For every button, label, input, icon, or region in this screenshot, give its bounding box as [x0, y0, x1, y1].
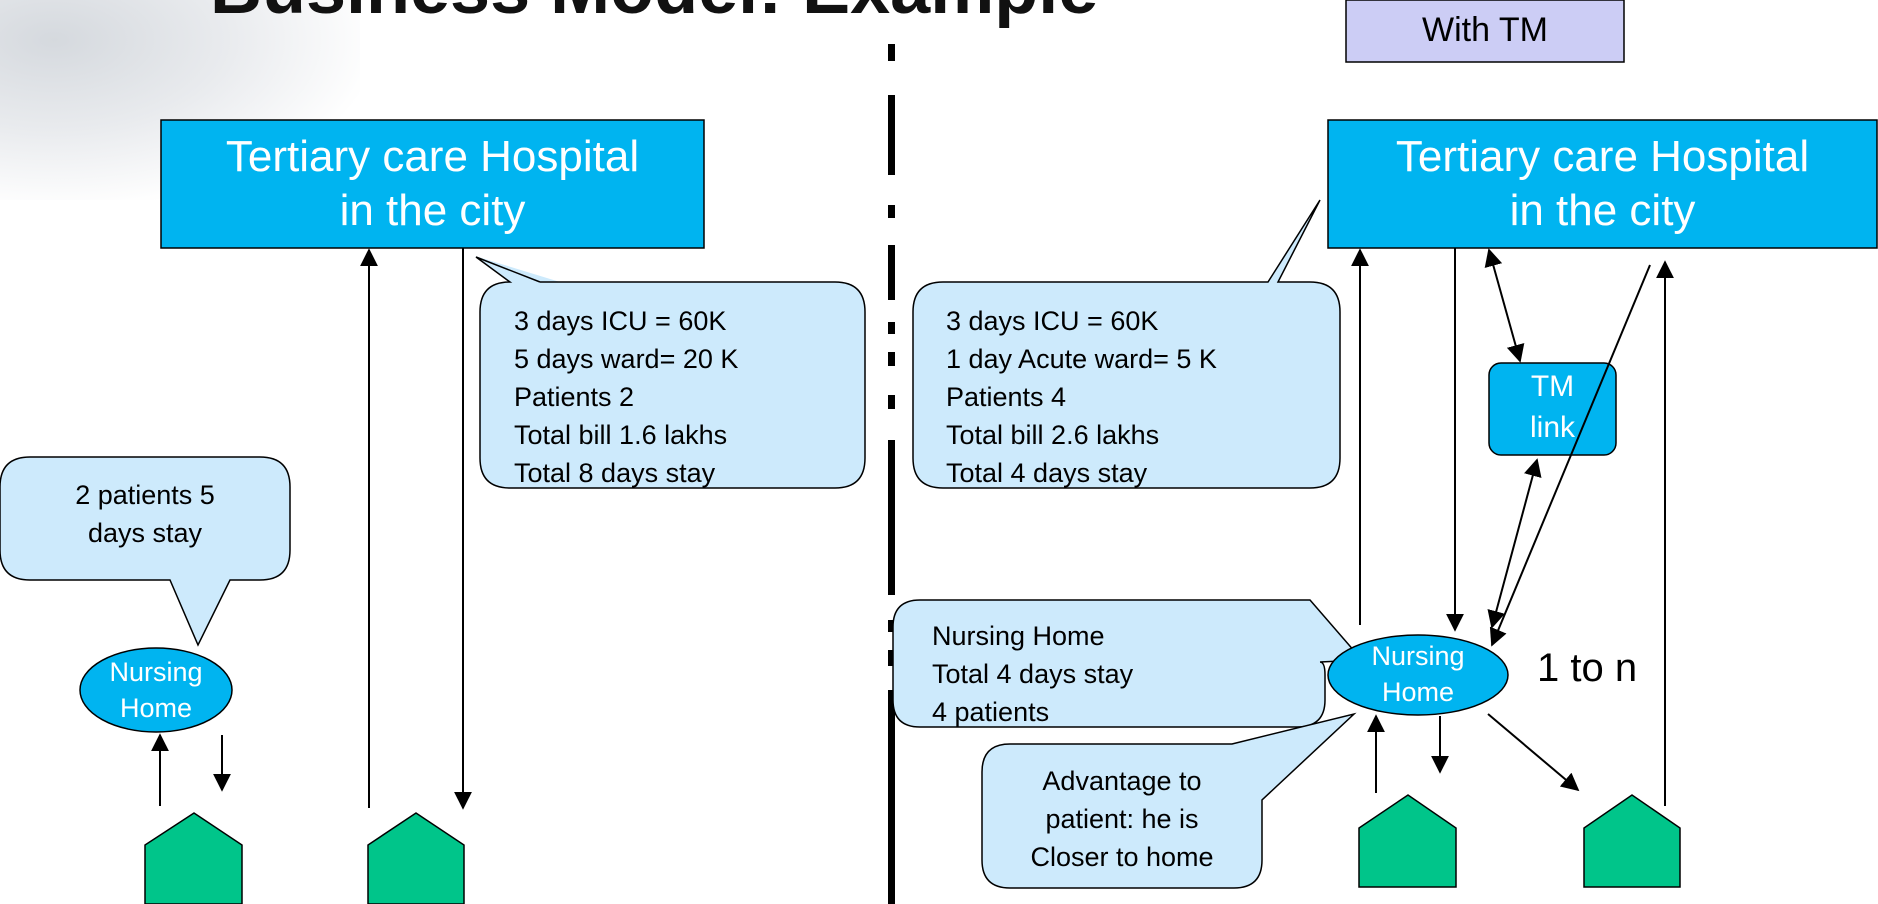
with-tm-label: With TM: [1422, 11, 1548, 49]
left-cost-line-stay: Total 8 days stay: [514, 458, 716, 488]
advantage-line2: patient: he is: [1045, 804, 1199, 834]
right-nursing-home-line1: Nursing: [1371, 641, 1465, 671]
right-cost-callout: [912, 199, 1341, 489]
right-nursing-callout: [892, 599, 1364, 728]
tm-link-box: [1488, 362, 1617, 456]
right-cost-line-stay: Total 4 days stay: [946, 458, 1148, 488]
left-cost-line-bill: Total bill 1.6 lakhs: [514, 420, 728, 450]
left-nursing-home-line1: Nursing: [109, 657, 203, 687]
left-nursing-home-line2: Home: [119, 693, 193, 723]
left-nursing-home-label: Nursing Home: [80, 654, 232, 726]
advantage-line1: Advantage to: [1042, 766, 1202, 796]
left-cost-line-icu: 3 days ICU = 60K: [514, 306, 727, 336]
right-house-1: [1358, 794, 1457, 888]
one-to-n-label: 1 to n: [1537, 646, 1638, 690]
tm-link-label: TM link: [1489, 366, 1616, 448]
left-nursing-callout-text: 2 patients 5 days stay: [0, 476, 290, 552]
left-hospital-label: Tertiary care Hospital in the city: [161, 130, 704, 238]
tm-link-line1: TM: [1530, 370, 1575, 403]
left-hospital-line2: in the city: [339, 186, 526, 235]
left-cost-callout-outline: [475, 256, 866, 489]
left-nursing-home-ellipse: [79, 647, 233, 733]
left-cost-line-ward: 5 days ward= 20 K: [514, 344, 739, 374]
left-cost-line-patients: Patients 2: [514, 382, 635, 412]
right-hospital-line1: Tertiary care Hospital: [1395, 132, 1810, 181]
hospital-tm-link-arrow: [1484, 248, 1525, 363]
right-cost-line-ward: 1 day Acute ward= 5 K: [946, 344, 1217, 374]
slide-title: Business Model: Example: [210, 0, 1310, 30]
tm-link-line2: link: [1529, 411, 1575, 444]
advantage-line3: Closer to home: [1030, 842, 1214, 872]
right-nursing-line3: 4 patients: [932, 697, 1050, 727]
right-house-2: [1583, 794, 1681, 888]
tm-link-nursing-arrow: [1487, 458, 1542, 629]
left-nursing-callout: [0, 456, 291, 647]
right-cost-line-icu: 3 days ICU = 60K: [946, 306, 1159, 336]
nursing-to-house-arrow: [1487, 713, 1580, 792]
right-hospital-box: [1327, 119, 1878, 249]
left-house-2: [367, 812, 465, 904]
right-hospital-label: Tertiary care Hospital in the city: [1328, 130, 1877, 238]
right-cost-line-bill: Total bill 2.6 lakhs: [946, 420, 1160, 450]
left-house-1: [144, 812, 243, 904]
left-nursing-line2: days stay: [87, 518, 203, 548]
right-cost-callout-text: 3 days ICU = 60K 1 day Acute ward= 5 K P…: [946, 302, 1217, 492]
left-hospital-box: [160, 119, 705, 249]
right-nursing-home-ellipse: [1327, 634, 1509, 716]
right-advantage-callout-text: Advantage to patient: he is Closer to ho…: [982, 762, 1262, 876]
right-nursing-home-line2: Home: [1381, 677, 1455, 707]
right-nursing-line2: Total 4 days stay: [932, 659, 1134, 689]
left-nursing-line1: 2 patients 5: [75, 480, 215, 510]
right-nursing-home-label: Nursing Home: [1328, 638, 1508, 710]
right-nursing-line1: Nursing Home: [932, 621, 1105, 651]
right-nursing-callout-text: Nursing Home Total 4 days stay 4 patient…: [932, 617, 1133, 731]
right-advantage-callout: [981, 712, 1357, 889]
right-cost-line-patients: Patients 4: [946, 382, 1067, 412]
left-hospital-line1: Tertiary care Hospital: [225, 132, 640, 181]
with-tm-box: [1345, 0, 1625, 63]
section-divider: [888, 44, 895, 904]
left-cost-callout-text: 3 days ICU = 60K 5 days ward= 20 K Patie…: [514, 302, 738, 492]
right-hospital-line2: in the city: [1509, 186, 1696, 235]
hospital-to-nursing-diagonal-arrow: [1489, 264, 1651, 647]
